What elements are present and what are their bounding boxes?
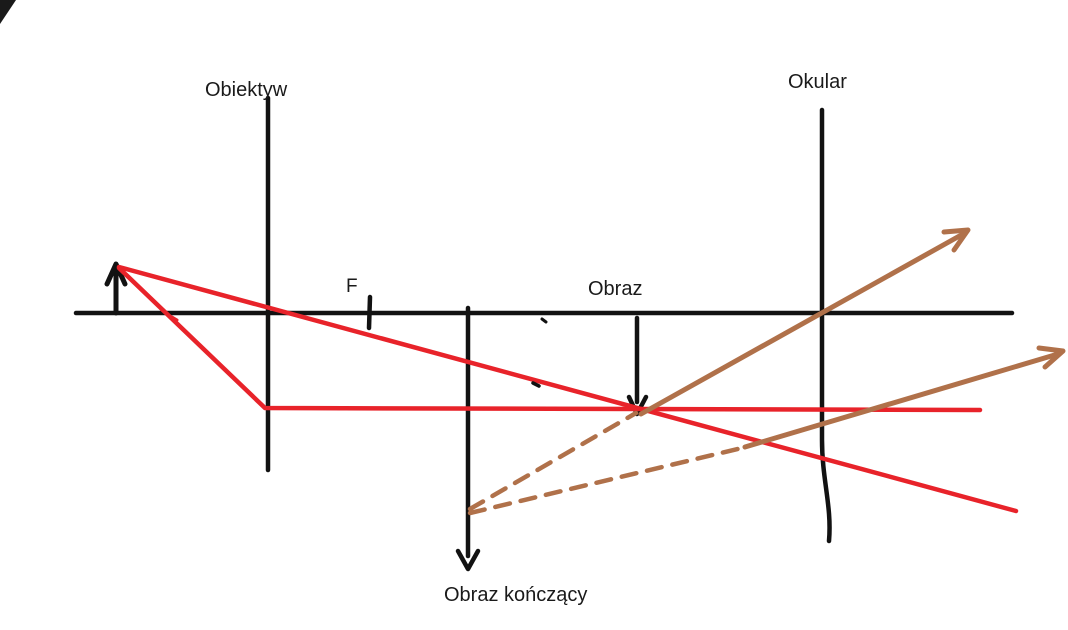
intermediate-image-label: Obraz — [588, 278, 642, 300]
final-image-arrow — [455, 305, 481, 572]
brown-dashed-ray-upper — [467, 410, 639, 512]
brown-ray-lower-head-icon — [1036, 345, 1066, 370]
stray-mark-2 — [540, 317, 548, 324]
focal-point-tick — [366, 294, 373, 331]
final-image-arrow-head-icon — [455, 548, 481, 572]
brown-dashed-ray-lower — [467, 444, 749, 516]
stray-mark-1 — [531, 381, 541, 388]
brown-ray-upper-shaft — [638, 231, 966, 417]
red-ray-central — [116, 264, 1019, 514]
object-arrow-head-icon — [104, 261, 128, 287]
objective-label: Obiektyw — [205, 79, 288, 101]
brown-ray-upper — [638, 227, 971, 417]
red-stray-mark — [170, 315, 179, 322]
focal-point-label: F — [346, 276, 358, 297]
corner-artifact — [0, 0, 16, 24]
brown-ray-lower — [742, 345, 1066, 450]
red-ray-refracted — [116, 265, 983, 413]
eyepiece-label: Okular — [788, 71, 847, 93]
brown-ray-lower-shaft — [742, 351, 1061, 450]
final-image-label: Obraz kończący — [444, 584, 587, 606]
eyepiece-lens-line — [819, 107, 832, 544]
object-arrow — [104, 261, 128, 316]
intermediate-image-arrow — [626, 315, 649, 417]
brown-ray-upper-head-icon — [941, 227, 971, 253]
